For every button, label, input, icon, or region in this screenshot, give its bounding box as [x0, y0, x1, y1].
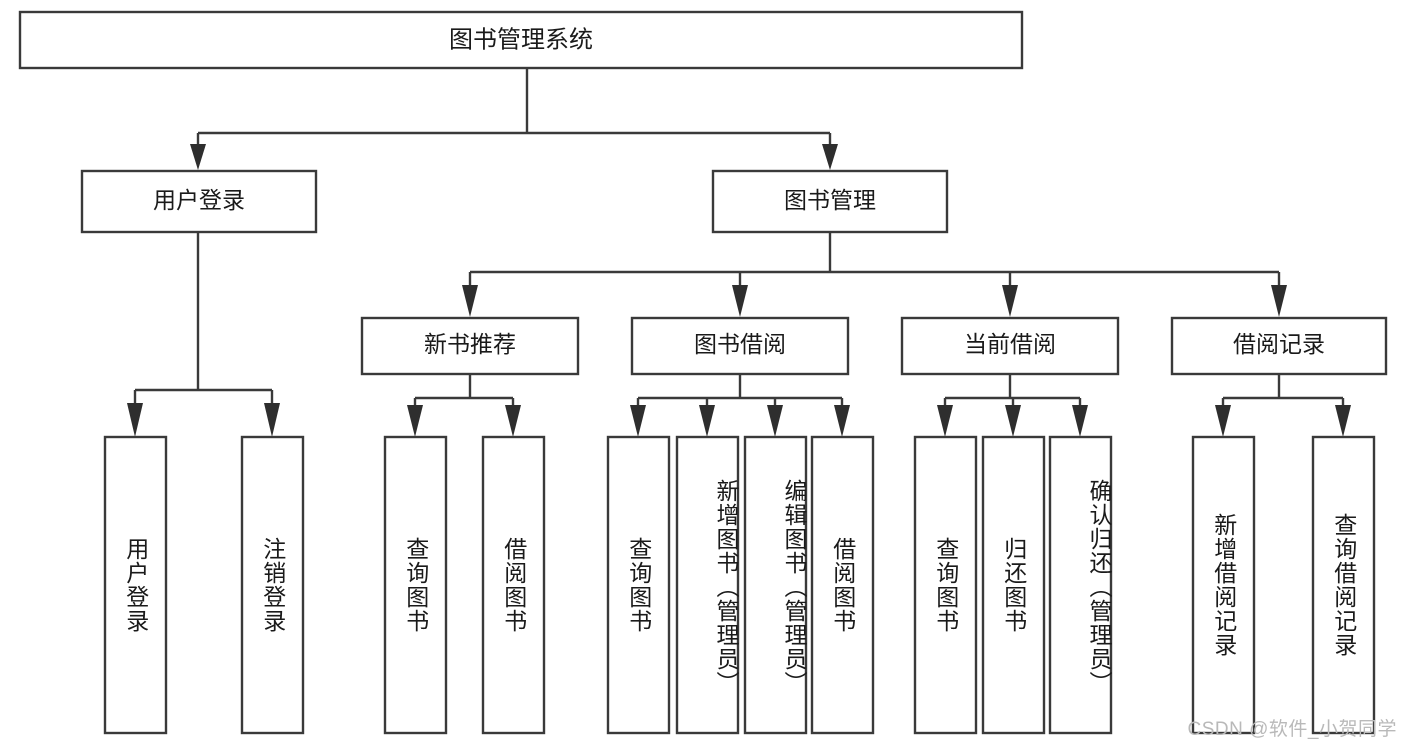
leaf-boxes — [103, 435, 1376, 735]
node-book-borrow-label: 图书借阅 — [694, 331, 786, 357]
node-book-borrow[interactable]: 图书借阅 — [630, 316, 850, 376]
node-book-borrow-box[interactable] — [630, 316, 850, 376]
leaf-box-record-1[interactable] — [1191, 435, 1256, 735]
node-new-book-recommend-label: 新书推荐 — [424, 331, 516, 357]
node-user-login[interactable]: 用户登录 — [80, 169, 318, 234]
arrowhead-newbook-leaf-2 — [505, 405, 521, 437]
arrowhead-record-leaf-2 — [1335, 405, 1351, 437]
leaf-box-newbook-1[interactable] — [383, 435, 448, 735]
leaf-box-borrow-1[interactable] — [606, 435, 671, 735]
node-borrow-record-label: 借阅记录 — [1233, 331, 1325, 357]
node-root-box[interactable] — [18, 10, 1024, 70]
node-borrow-record[interactable]: 借阅记录 — [1170, 316, 1388, 376]
node-user-login-box[interactable] — [80, 169, 318, 234]
leaf-box-user-login-1[interactable] — [103, 435, 168, 735]
node-book-management-box[interactable] — [711, 169, 949, 234]
arrowhead-newbook-leaf-1 — [407, 405, 423, 437]
node-current-borrow[interactable]: 当前借阅 — [900, 316, 1120, 376]
node-new-book-recommend-box[interactable] — [360, 316, 580, 376]
arrowhead-current — [1002, 285, 1018, 317]
node-user-login-label: 用户登录 — [153, 187, 245, 213]
arrowhead-newbook — [462, 285, 478, 317]
arrowhead-borrow-leaf-2 — [699, 405, 715, 437]
arrowhead-current-leaf-1 — [937, 405, 953, 437]
node-current-borrow-box[interactable] — [900, 316, 1120, 376]
arrowhead-record — [1271, 285, 1287, 317]
node-book-management-label: 图书管理 — [784, 187, 876, 213]
leaf-box-user-login-2[interactable] — [240, 435, 305, 735]
leaf-box-borrow-3[interactable] — [743, 435, 808, 735]
node-root-label: 图书管理系统 — [449, 26, 593, 53]
arrowhead-current-leaf-3 — [1072, 405, 1088, 437]
node-root[interactable]: 图书管理系统 — [18, 10, 1024, 70]
arrowhead-user-login — [190, 144, 206, 170]
leaf-box-record-2[interactable] — [1311, 435, 1376, 735]
watermark: CSDN @软件_小贺同学 — [1187, 719, 1397, 740]
node-book-management[interactable]: 图书管理 — [711, 169, 949, 234]
arrowhead-record-leaf-1 — [1215, 405, 1231, 437]
arrowhead-borrow-leaf-3 — [767, 405, 783, 437]
node-new-book-recommend[interactable]: 新书推荐 — [360, 316, 580, 376]
leaf-box-current-1[interactable] — [913, 435, 978, 735]
arrowhead-borrow-leaf-4 — [834, 405, 850, 437]
leaf-box-newbook-2[interactable] — [481, 435, 546, 735]
arrowhead-borrow — [732, 285, 748, 317]
leaf-box-current-3[interactable] — [1048, 435, 1113, 735]
leaf-box-borrow-4[interactable] — [810, 435, 875, 735]
arrowhead-book-mgmt — [822, 144, 838, 170]
arrowhead-leaf-logout — [264, 403, 280, 437]
leaf-box-borrow-2[interactable] — [675, 435, 740, 735]
arrowhead-current-leaf-2 — [1005, 405, 1021, 437]
connectors — [127, 68, 1351, 437]
leaf-box-current-2[interactable] — [981, 435, 1046, 735]
node-borrow-record-box[interactable] — [1170, 316, 1388, 376]
node-current-borrow-label: 当前借阅 — [964, 331, 1056, 357]
arrowhead-leaf-user-login — [127, 403, 143, 437]
arrowhead-borrow-leaf-1 — [630, 405, 646, 437]
